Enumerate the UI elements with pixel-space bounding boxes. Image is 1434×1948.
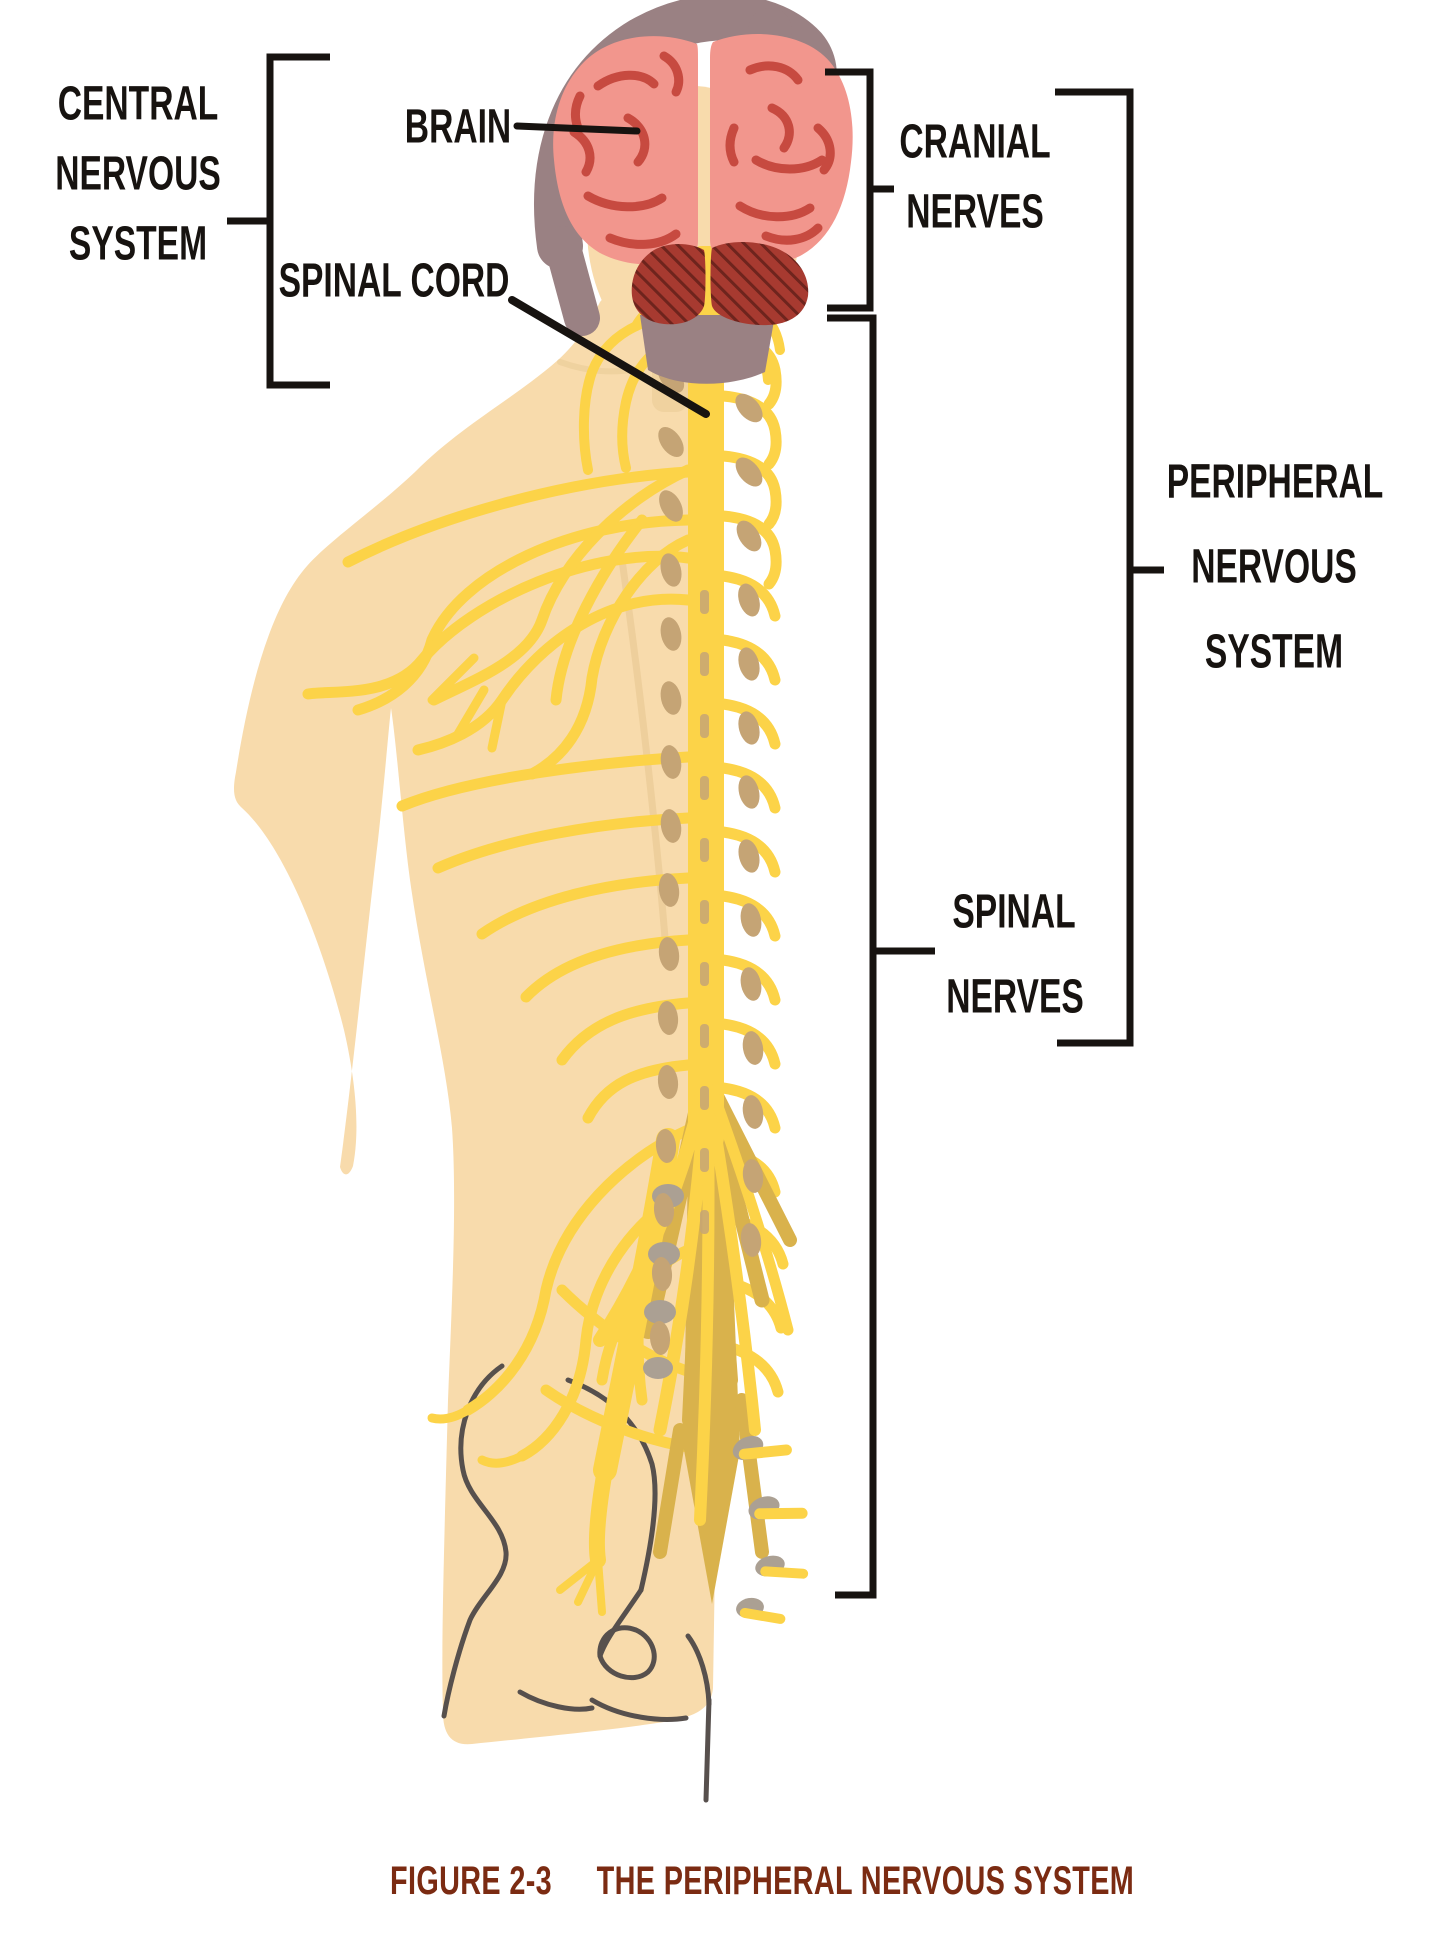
annotation-lines — [227, 53, 1164, 1599]
pelvis-sketch — [441, 1363, 712, 1803]
figure-number: FIGURE 2-3 — [390, 1859, 553, 1903]
label-spinal-nerves-line1: SPINAL — [952, 885, 1076, 939]
spinal-cord-leader-line — [508, 296, 710, 418]
spinal-nerve-branches-left — [302, 295, 700, 1468]
cerebellum-illustration — [631, 242, 809, 326]
figure-caption: FIGURE 2-3 THE PERIPHERAL NERVOUS SYSTEM — [390, 1859, 1134, 1903]
vertebrae — [648, 358, 768, 1356]
label-cranial-nerves-line2: NERVES — [906, 185, 1044, 239]
label-central-nervous-system-line3: SYSTEM — [68, 217, 208, 271]
brain-leader-line — [513, 122, 641, 135]
label-peripheral-nervous-system-line3: SYSTEM — [1204, 625, 1344, 679]
spinal-cord-illustration — [688, 246, 724, 1152]
brain-illustration — [553, 34, 853, 265]
sacral-stubs — [643, 1184, 809, 1624]
label-spinal-cord: SPINAL CORD — [278, 254, 510, 308]
label-central-nervous-system-line1: CENTRAL — [57, 77, 219, 131]
label-central-nervous-system-line2: NERVOUS — [55, 147, 221, 201]
figure-title: THE PERIPHERAL NERVOUS SYSTEM — [596, 1859, 1135, 1903]
label-spinal-nerves-line2: NERVES — [946, 970, 1084, 1024]
label-peripheral-nervous-system-line1: PERIPHERAL — [1166, 455, 1384, 509]
brain-sulci — [569, 51, 835, 249]
spinal-nerves-bracket — [827, 314, 877, 1599]
label-peripheral-nervous-system-line2: NERVOUS — [1191, 540, 1357, 594]
cns-bracket — [266, 53, 330, 389]
label-brain: BRAIN — [404, 100, 512, 154]
label-cranial-nerves-line1: CRANIAL — [899, 115, 1051, 169]
